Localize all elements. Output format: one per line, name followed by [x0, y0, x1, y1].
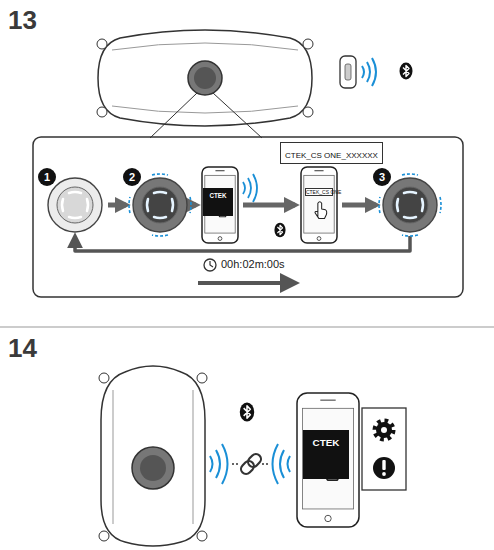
phone: CTEK: [296, 392, 360, 528]
screen-text: CTEK: [303, 430, 349, 449]
button-ring: [46, 176, 104, 234]
app-tile: CTEK_CS ONE: [305, 188, 333, 197]
flow-arrow: [75, 236, 410, 251]
flow-arrow: [108, 203, 126, 208]
timer-label: 00h:02m:00s: [221, 258, 285, 270]
figure-number: 13: [8, 5, 37, 36]
step-button: 2: [131, 176, 189, 234]
step-button: 3: [381, 176, 439, 234]
screen-text: CTEK: [203, 188, 232, 199]
flow-arrow: [193, 203, 196, 208]
step-number: 1: [38, 168, 56, 186]
callout-bubble: CTEK_CS ONE_XXXXXX: [280, 142, 383, 164]
step-button: 1: [46, 176, 104, 234]
screen-text: CTEK_CS ONE: [306, 189, 332, 196]
step-number: 3: [373, 168, 391, 186]
phone: CTEK_CS ONE: [300, 166, 338, 244]
phone: CTEK: [201, 166, 239, 244]
hand-icon: [315, 202, 327, 219]
figure-number: 14: [8, 333, 37, 364]
button-ring: [381, 176, 439, 234]
app-tile: CTEK: [203, 188, 232, 216]
button-ring: [131, 176, 189, 234]
step-number: 2: [123, 168, 141, 186]
flow-arrow: [342, 203, 376, 208]
flow-arrow: [243, 203, 295, 208]
app-tile: CTEK: [303, 430, 349, 479]
device-name: CTEK_CS ONE_XXXXXX: [285, 151, 378, 160]
phone-outline: [300, 166, 338, 244]
